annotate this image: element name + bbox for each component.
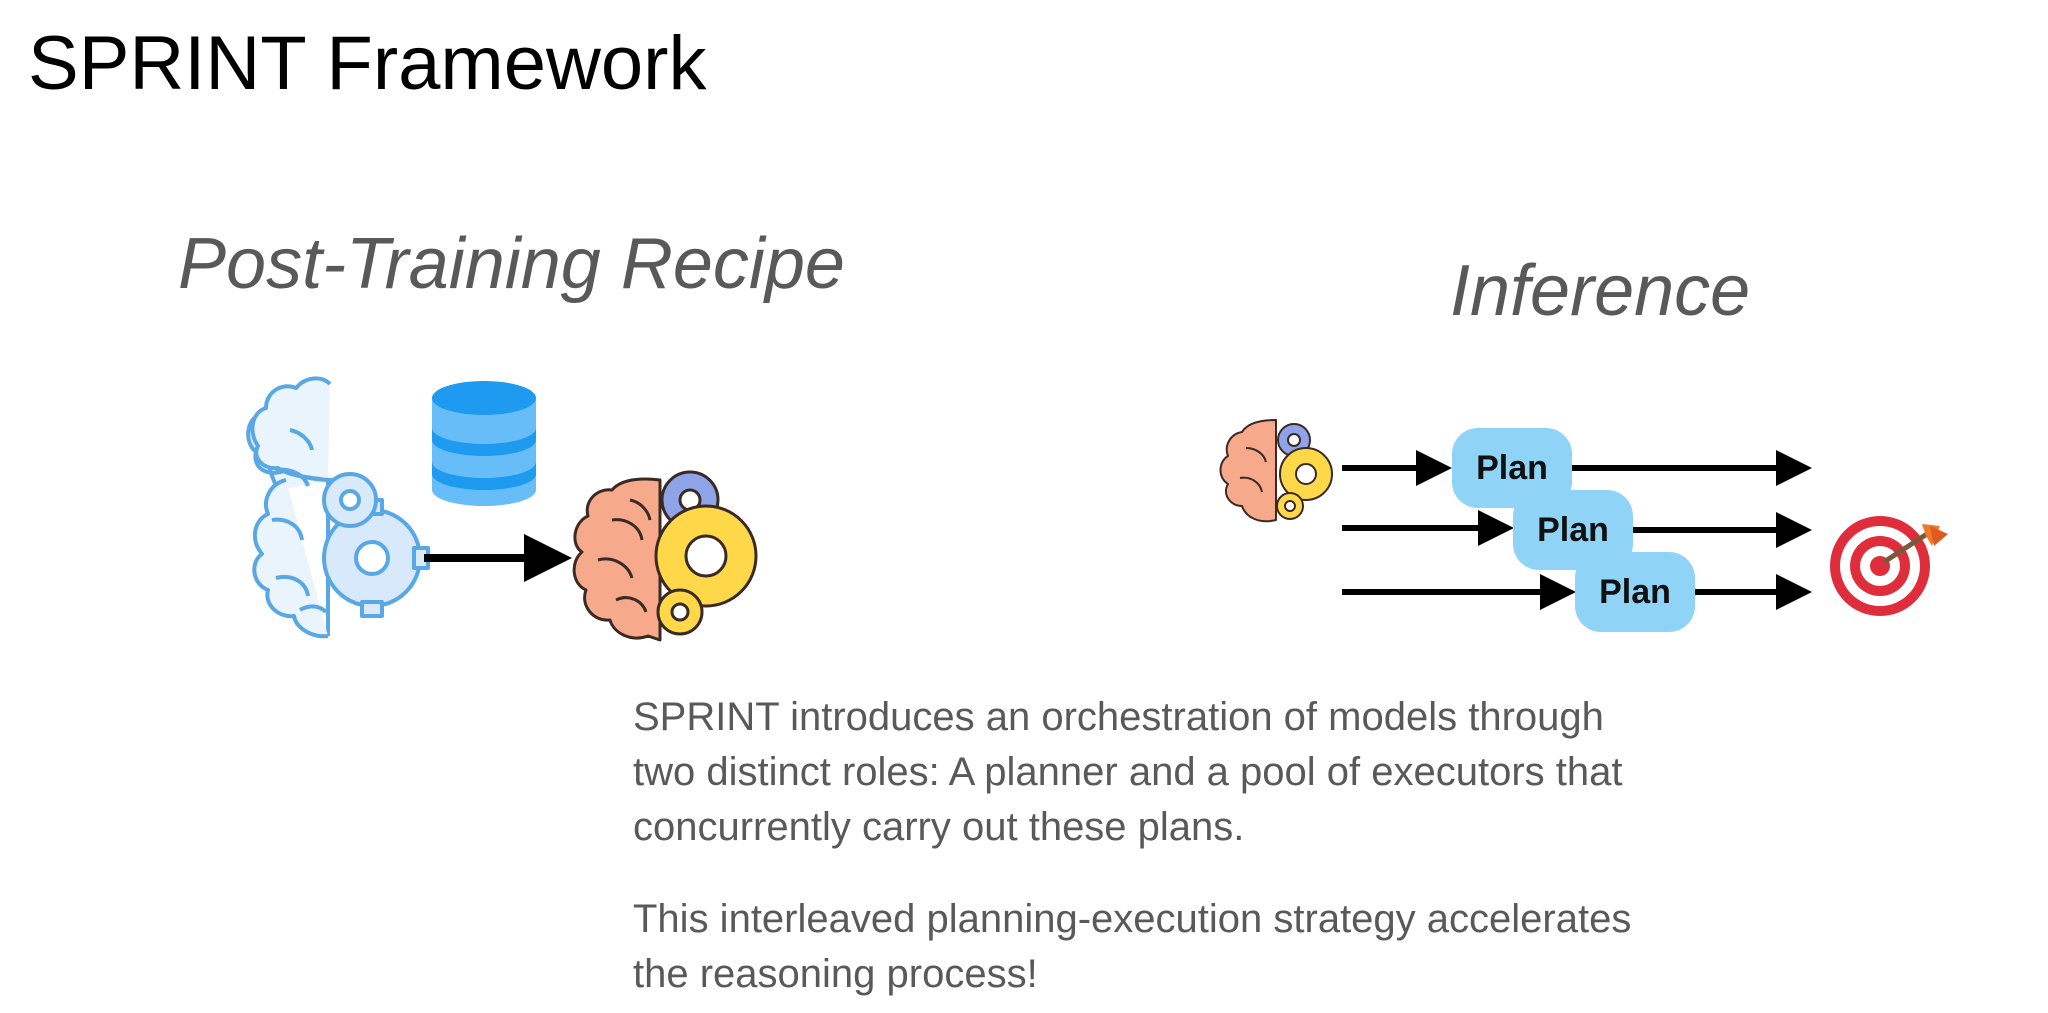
description-paragraph-2: This interleaved planning-execution stra… xyxy=(633,897,1632,996)
slide-title: SPRINT Framework xyxy=(28,21,707,106)
brain-gear-color-icon xyxy=(572,470,758,642)
inference-arrows xyxy=(1342,450,1812,610)
description-paragraph-1: SPRINT introduces an orchestration of mo… xyxy=(633,695,1623,849)
brain-gear-small-icon xyxy=(1219,419,1333,523)
target-icon xyxy=(1830,516,1948,616)
post-training-heading: Post-Training Recipe xyxy=(178,224,845,304)
brain-gear-outline-icon xyxy=(246,376,430,639)
plan-box-2: Plan xyxy=(1513,490,1633,570)
database-icon xyxy=(432,381,536,506)
plan-box-3: Plan xyxy=(1575,552,1695,632)
inference-heading: Inference xyxy=(1450,251,1751,331)
